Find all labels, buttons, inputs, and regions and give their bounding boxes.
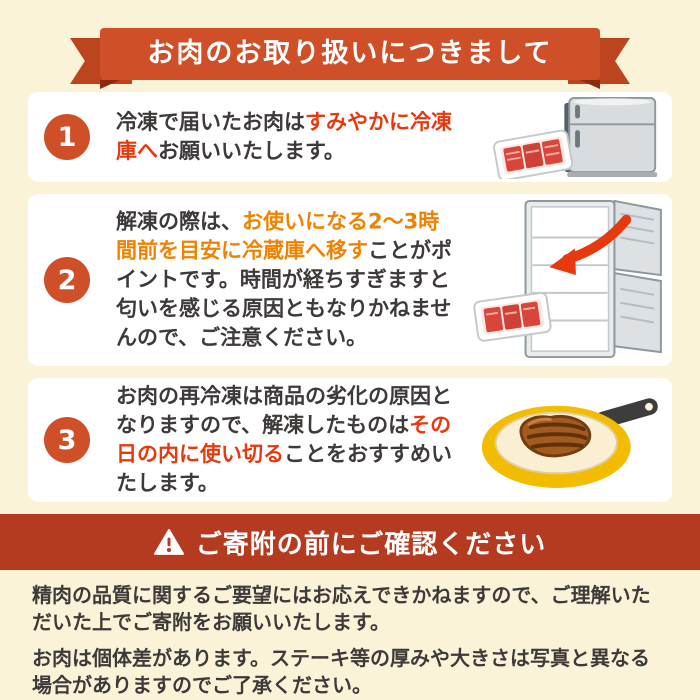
page-title: お肉のお取り扱いにつきまして bbox=[100, 28, 600, 80]
step-3-number-badge: 3 bbox=[44, 417, 90, 463]
frying-pan-with-steak-icon bbox=[481, 398, 658, 488]
step-card-3: 3 お肉の再冷凍は商品の劣化の原因となりますので、解凍したものはその日の内に使い… bbox=[28, 378, 672, 502]
warning-triangle-icon bbox=[153, 528, 184, 555]
ribbon-right-fold bbox=[580, 80, 600, 89]
footer-note-quality: 精肉の品質に関するご要望にはお応えできかねますので、ご理解いただいた上でご寄附を… bbox=[32, 583, 651, 634]
step-card-2: 2 解凍の際は、お使いになる2〜3時間前を目安に冷蔵庫へ移すことがポイントです。… bbox=[28, 194, 672, 366]
step-3-text: お肉の再冷凍は商品の劣化の原因となりますので、解凍したものはその日の内に使い切る… bbox=[116, 382, 452, 498]
step-2-number-badge: 2 bbox=[44, 257, 90, 303]
footer-notes: 精肉の品質に関するご要望にはお応えできかねますので、ご理解いただいた上でご寄附を… bbox=[32, 582, 652, 700]
step-1-text-segment: 冷凍で届いたお肉は bbox=[116, 110, 305, 135]
meat-tray bbox=[473, 291, 552, 342]
steak bbox=[519, 415, 592, 458]
ribbon-left-fold bbox=[100, 80, 120, 89]
fridge-body bbox=[564, 96, 658, 178]
step-2-text-segment: ことがポイントです。時間が経ちすぎますと匂いを感じる原因ともなりかねませんので、… bbox=[116, 238, 452, 350]
step-2-text-segment: 解凍の際は、 bbox=[116, 209, 242, 234]
step-3-text-segment: ことをおすすめいたします。 bbox=[116, 442, 452, 495]
fridge-open-doors bbox=[613, 199, 662, 354]
step-3-text-segment: お肉の再冷凍は商品の劣化の原因となりますので、解凍したものは bbox=[116, 384, 452, 438]
step-1-text: 冷凍で届いたお肉はすみやかに冷凍庫へお願いいたします。 bbox=[116, 108, 452, 166]
step-1-highlight: すみやかに冷凍庫へ bbox=[116, 110, 452, 163]
step-1-number-badge: 1 bbox=[44, 114, 90, 160]
notice-title: ご寄附の前にご確認ください bbox=[195, 529, 547, 560]
meat-tray bbox=[493, 129, 574, 179]
step-2-text: 解凍の際は、お使いになる2〜3時間前を目安に冷蔵庫へ移すことがポイントです。時間… bbox=[116, 208, 452, 353]
footer-note-variation: お肉は個体差があります。ステーキ等の厚みや大きさは写真と異なる場合がありますので… bbox=[32, 646, 650, 697]
step-card-1: 1 冷凍で届いたお肉はすみやかに冷凍庫へお願いいたします。 bbox=[28, 92, 672, 182]
step-3-highlight: その日の内に使い切る bbox=[116, 413, 452, 466]
step-1-text-segment: お願いいたします。 bbox=[158, 139, 345, 163]
step-2-highlight: お使いになる2〜3時間前を目安に冷蔵庫へ移す bbox=[116, 209, 440, 263]
red-arrow-icon bbox=[549, 214, 632, 276]
open-refrigerator-icon bbox=[473, 199, 662, 359]
closed-refrigerator-icon bbox=[493, 96, 658, 179]
notice-banner: ご寄附の前にご確認ください bbox=[0, 514, 700, 570]
